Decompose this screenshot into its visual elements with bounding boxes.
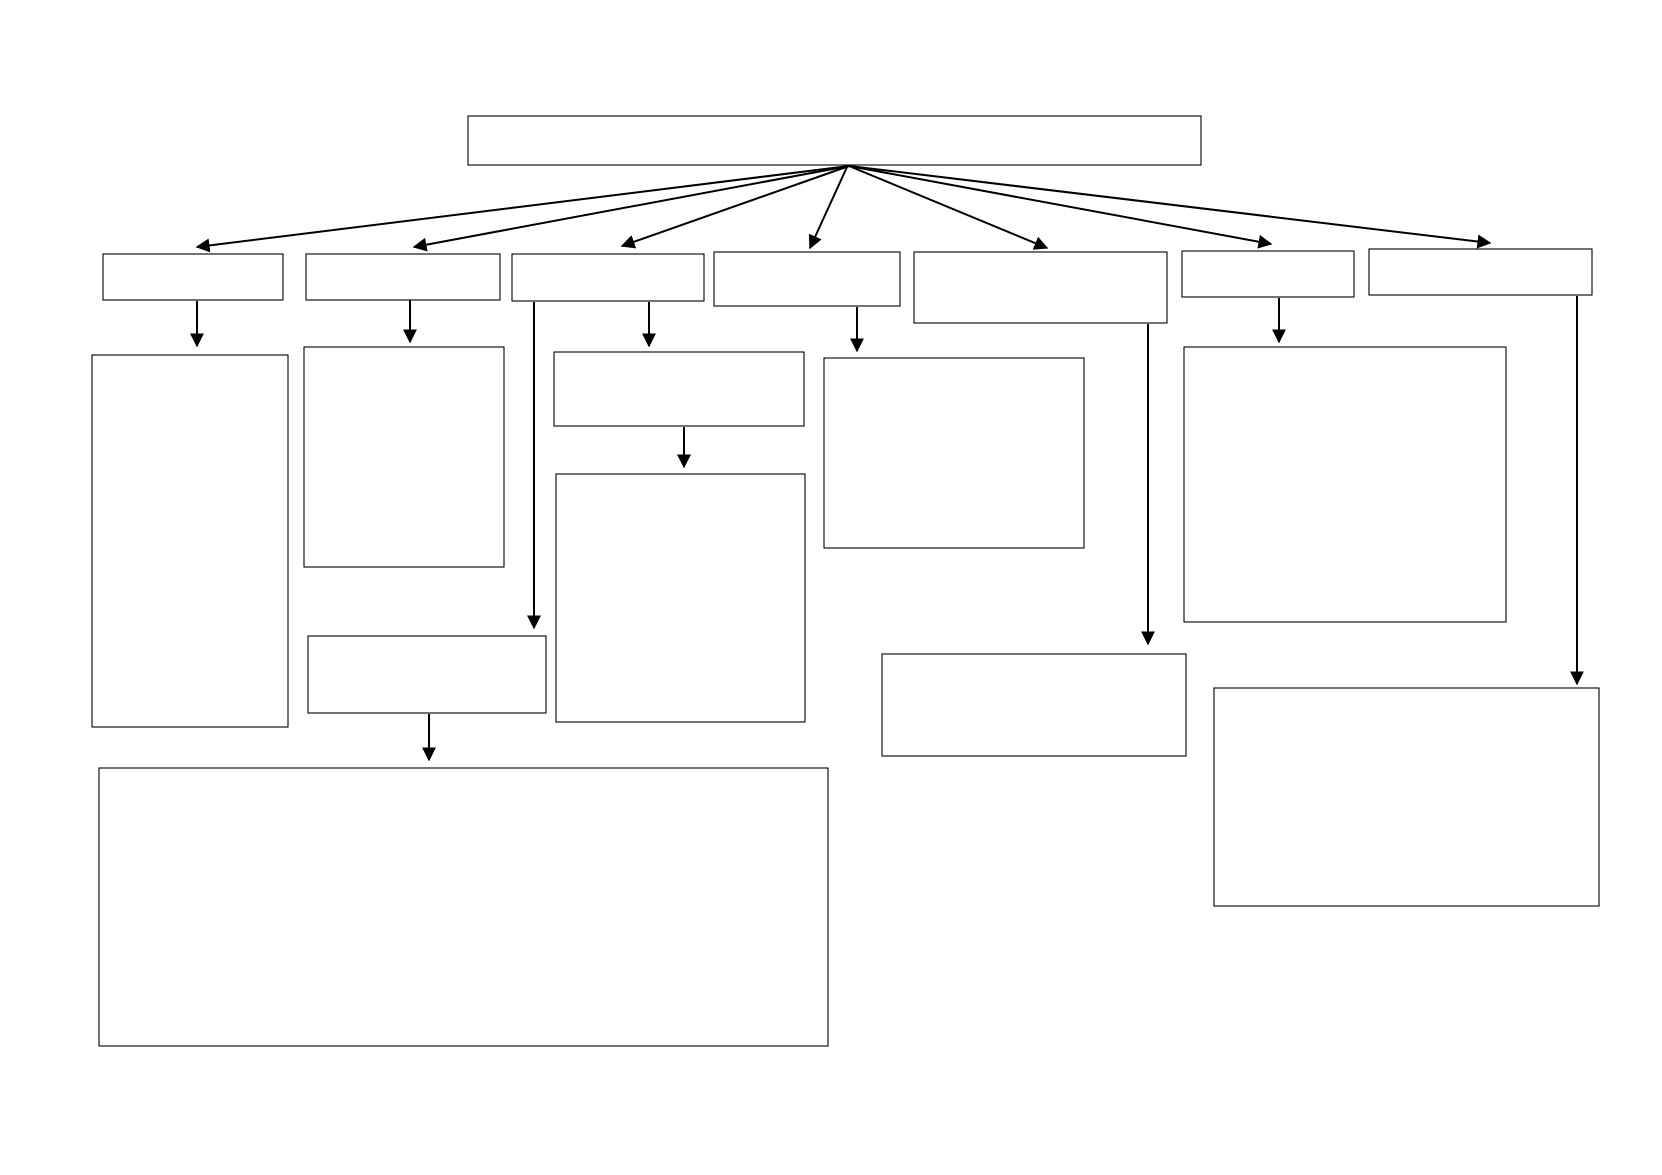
box-category-4 [713,251,901,307]
connector-root-to-category-2 [412,165,850,252]
box-category-1 [102,253,284,301]
box-category-1-detail-frame [91,354,289,728]
box-category-2-sub [307,635,547,714]
box-category-1-detail [91,354,289,728]
connector-root-to-category-6 [848,165,1273,249]
box-category-2-sub-detail-frame [98,767,829,1047]
box-category-5-detail-frame [881,653,1187,757]
box-root [467,115,1202,166]
box-category-6-frame [1181,250,1355,298]
box-category-3 [511,253,705,302]
box-category-4-frame [713,251,901,307]
boxes-layer [91,115,1600,1047]
box-category-5 [913,251,1168,324]
box-category-1-frame [102,253,284,301]
connector-root-to-category-7 [848,165,1492,249]
box-category-2 [305,253,501,301]
box-category-4-detail-frame [823,357,1085,549]
box-category-3-sub-detail-frame [555,473,806,723]
box-category-3-sub-detail [555,473,806,723]
box-category-3-frame [511,253,705,302]
box-category-6-detail [1183,346,1507,623]
connector-root-to-category-3 [620,165,850,249]
box-category-3-sub-frame [553,351,805,427]
box-category-3-sub [553,351,805,427]
box-category-7-detail [1213,687,1600,907]
box-category-2-detail-frame [303,346,505,568]
box-category-2-sub-frame [307,635,547,714]
box-category-4-detail [823,357,1085,549]
box-category-2-frame [305,253,501,301]
box-root-frame [467,115,1202,166]
box-category-2-sub-detail [98,767,829,1047]
connector-root-to-category-1 [195,165,850,253]
connector-root-to-category-5 [848,165,1049,250]
box-category-7-frame [1368,248,1593,296]
box-category-6-detail-frame [1183,346,1507,623]
connectors-layer [190,165,1584,762]
box-category-5-detail [881,653,1187,757]
box-category-6 [1181,250,1355,298]
box-category-5-frame [913,251,1168,324]
box-category-2-detail [303,346,505,568]
box-category-7 [1368,248,1593,296]
connector-root-to-category-4 [808,166,848,250]
box-category-7-detail-frame [1213,687,1600,907]
